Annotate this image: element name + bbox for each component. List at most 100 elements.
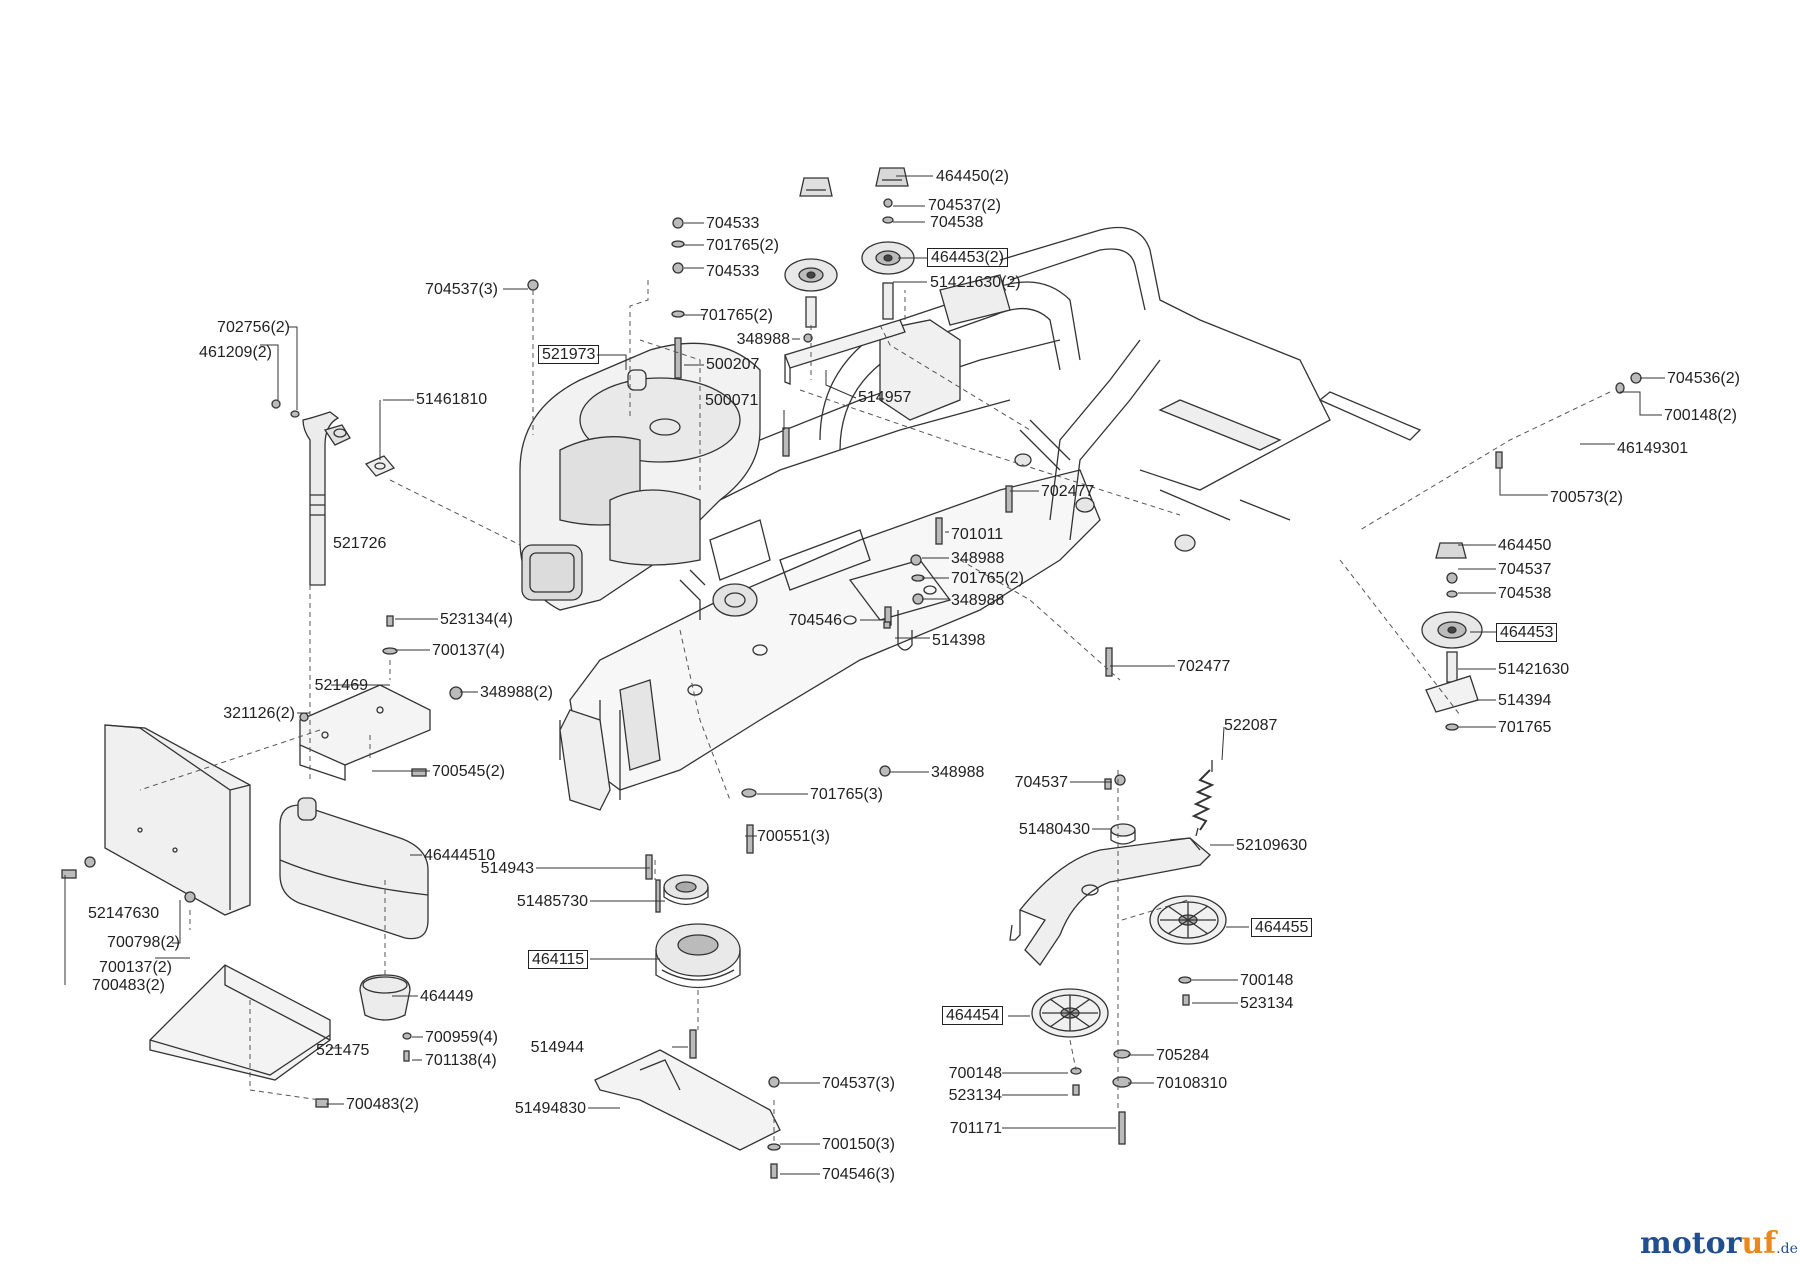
clutch-stop-bracket bbox=[594, 1049, 781, 1151]
spring-522087 bbox=[1191, 760, 1215, 837]
label-700798-2: 700798(2) bbox=[107, 934, 180, 951]
engine-pulley-51485730 bbox=[663, 874, 709, 906]
heat-shield bbox=[104, 724, 251, 916]
belt-guide-top-left bbox=[799, 177, 833, 197]
label-464450: 464450 bbox=[1498, 537, 1552, 554]
label-702477-b: 702477 bbox=[1177, 658, 1231, 675]
label-700137-2: 700137(2) bbox=[99, 959, 172, 976]
idler-bracket-514957 bbox=[784, 319, 906, 385]
label-521726: 521726 bbox=[333, 535, 387, 552]
idler-pulley-464454 bbox=[1031, 988, 1109, 1038]
exhaust-flange bbox=[359, 974, 411, 1021]
label-348988-b: 348988 bbox=[951, 550, 1005, 567]
bottom-shield bbox=[149, 964, 331, 1081]
label-700148-2: 700148(2) bbox=[1664, 407, 1737, 424]
label-348988-d: 348988 bbox=[931, 764, 985, 781]
label-514398: 514398 bbox=[932, 632, 986, 649]
label-704538-r: 704538 bbox=[1498, 585, 1552, 602]
label-348988-c: 348988 bbox=[951, 592, 1005, 609]
label-700148-b: 700148 bbox=[948, 1065, 1002, 1082]
label-700545-2: 700545(2) bbox=[432, 763, 505, 780]
brand-name-part2: uf bbox=[1741, 1226, 1777, 1261]
label-464115: 464115 bbox=[528, 950, 589, 969]
label-51494830: 51494830 bbox=[514, 1100, 586, 1117]
exhaust-bracket bbox=[299, 684, 431, 781]
idler-pulley-464455 bbox=[1149, 895, 1227, 945]
label-701765-r: 701765 bbox=[1498, 719, 1552, 736]
label-514394: 514394 bbox=[1498, 692, 1552, 709]
pulley-464453-left bbox=[784, 258, 838, 328]
label-46444510: 46444510 bbox=[424, 847, 496, 864]
label-52109630: 52109630 bbox=[1236, 837, 1308, 854]
label-705284: 705284 bbox=[1156, 1047, 1210, 1064]
label-704537-c: 704537 bbox=[1014, 774, 1068, 791]
muffler bbox=[279, 797, 429, 940]
label-701765-2a: 701765(2) bbox=[706, 237, 779, 254]
label-521973: 521973 bbox=[538, 345, 600, 364]
label-701765-2c: 701765(2) bbox=[951, 570, 1024, 587]
label-464453: 464453 bbox=[1496, 623, 1558, 642]
label-514957: 514957 bbox=[858, 389, 912, 406]
label-51421630-2: 51421630(2) bbox=[930, 274, 1021, 291]
pulley-464453-rear bbox=[1421, 542, 1483, 713]
assembly-lines bbox=[139, 280, 1611, 1145]
belt-guide-top-right bbox=[875, 167, 909, 187]
idler-arm bbox=[1009, 837, 1211, 967]
exhaust-pipe bbox=[302, 411, 396, 586]
label-464454: 464454 bbox=[942, 1006, 1004, 1025]
pulley-464453-right bbox=[861, 241, 915, 320]
label-51461810: 51461810 bbox=[416, 391, 488, 408]
label-348988-top: 348988 bbox=[736, 331, 790, 348]
label-700551-3: 700551(3) bbox=[757, 828, 830, 845]
label-704537-3b: 704537(3) bbox=[822, 1075, 895, 1092]
label-701765-2b: 701765(2) bbox=[700, 307, 773, 324]
label-700483-2a: 700483(2) bbox=[92, 977, 165, 994]
label-704537-3: 704537(3) bbox=[425, 281, 498, 298]
label-523134-b: 523134 bbox=[948, 1087, 1002, 1104]
label-704537-2: 704537(2) bbox=[928, 197, 1001, 214]
label-514944: 514944 bbox=[530, 1039, 584, 1056]
leader-lines bbox=[64, 175, 1665, 1175]
label-700150-3: 700150(3) bbox=[822, 1136, 895, 1153]
label-704533-b: 704533 bbox=[706, 263, 760, 280]
label-51421630: 51421630 bbox=[1498, 661, 1570, 678]
label-46149301: 46149301 bbox=[1617, 440, 1689, 457]
label-702756-2: 702756(2) bbox=[217, 319, 290, 336]
label-461209-2: 461209(2) bbox=[199, 344, 272, 361]
spacer-51480430 bbox=[1110, 823, 1136, 845]
engine bbox=[519, 342, 761, 620]
label-464450-2: 464450(2) bbox=[936, 168, 1009, 185]
label-521469: 521469 bbox=[314, 677, 368, 694]
label-514943: 514943 bbox=[480, 860, 534, 877]
label-701171: 701171 bbox=[949, 1120, 1002, 1137]
electric-clutch-464115 bbox=[655, 923, 741, 989]
label-523134-4: 523134(4) bbox=[440, 611, 513, 628]
label-701138-4: 701138(4) bbox=[425, 1052, 497, 1069]
label-704537-r: 704537 bbox=[1498, 561, 1552, 578]
label-500071: 500071 bbox=[705, 392, 759, 409]
label-700959-4: 700959(4) bbox=[425, 1029, 498, 1046]
label-51485730: 51485730 bbox=[516, 893, 588, 910]
label-464453-2: 464453(2) bbox=[927, 248, 1008, 267]
label-523134-a: 523134 bbox=[1240, 995, 1294, 1012]
label-464455: 464455 bbox=[1251, 918, 1313, 937]
label-704546-3: 704546(3) bbox=[822, 1166, 895, 1183]
label-700483-2b: 700483(2) bbox=[346, 1096, 419, 1113]
label-700148-a: 700148 bbox=[1240, 972, 1294, 989]
label-704533-a: 704533 bbox=[706, 215, 760, 232]
label-701765-3: 701765(3) bbox=[810, 786, 883, 803]
label-52147630: 52147630 bbox=[88, 905, 160, 922]
label-70108310: 70108310 bbox=[1156, 1075, 1228, 1092]
label-464449: 464449 bbox=[420, 988, 474, 1005]
brand-domain: .de bbox=[1776, 1241, 1798, 1257]
label-704538-top: 704538 bbox=[930, 214, 984, 231]
label-700573-2: 700573(2) bbox=[1550, 489, 1623, 506]
label-704546: 704546 bbox=[788, 612, 842, 629]
brand-logo: motoruf.de bbox=[1640, 1226, 1798, 1261]
label-702477-a: 702477 bbox=[1041, 483, 1095, 500]
label-51480430: 51480430 bbox=[1018, 821, 1090, 838]
label-700137-4: 700137(4) bbox=[432, 642, 505, 659]
label-522087: 522087 bbox=[1224, 717, 1278, 734]
